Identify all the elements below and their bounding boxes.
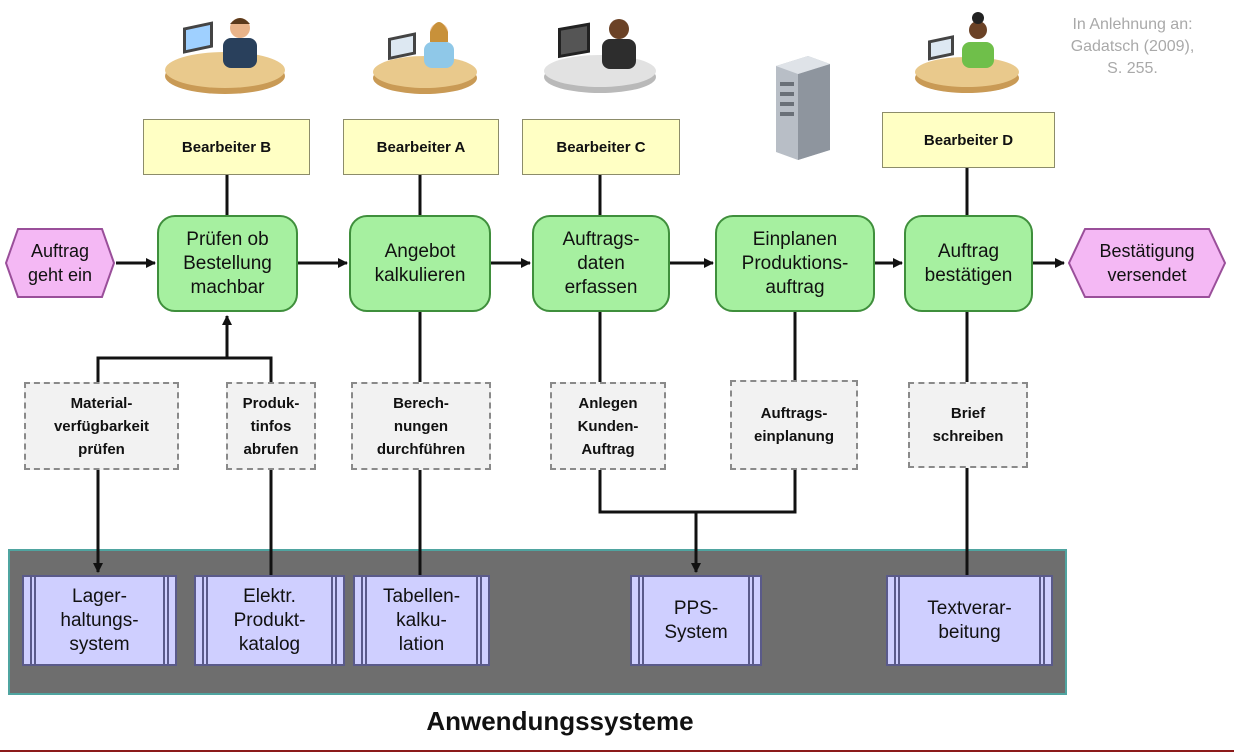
task-brief-schreiben: Brief schreiben — [908, 382, 1028, 468]
event-start: Auftrag geht ein — [4, 227, 116, 299]
function-auftrag-bestaetigen: Auftrag bestätigen — [904, 215, 1033, 312]
server-icon — [776, 56, 830, 160]
system-tabellenkalkulation: Tabellen- kalku- lation — [353, 575, 490, 666]
system-produktkatalog: Elektr. Produkt- katalog — [194, 575, 345, 666]
function-auftragsdaten-erfassen: Auftrags- daten erfassen — [532, 215, 670, 312]
person-at-desk-icon — [915, 12, 1019, 93]
role-bearbeiter-a: Bearbeiter A — [343, 119, 499, 175]
event-end-label: Bestätigung versendet — [1099, 241, 1195, 285]
role-bearbeiter-d: Bearbeiter D — [882, 112, 1055, 168]
task-materialverfuegbarkeit: Material- verfügbarkeit prüfen — [24, 382, 179, 470]
person-at-desk-icon — [165, 18, 285, 94]
system-lagerhaltung: Lager- haltungs- system — [22, 575, 177, 666]
task-auftragseinplanung: Auftrags- einplanung — [730, 380, 858, 470]
function-einplanen-produktionsauftrag: Einplanen Produktions- auftrag — [715, 215, 875, 312]
task-anlegen-kundenauftrag: Anlegen Kunden- Auftrag — [550, 382, 666, 470]
system-textverarbeitung: Textverar- beitung — [886, 575, 1053, 666]
task-produktinfos-abrufen: Produk- tinfos abrufen — [226, 382, 316, 470]
event-start-label: Auftrag geht ein — [27, 241, 93, 285]
event-end: Bestätigung versendet — [1067, 227, 1227, 299]
panel-title: Anwendungssysteme — [426, 706, 694, 736]
task-berechnungen-durchfuehren: Berech- nungen durchführen — [351, 382, 491, 470]
source-credit: In Anlehnung an: Gadatsch (2009), S. 255… — [1070, 16, 1195, 77]
person-at-desk-icon — [373, 22, 477, 94]
role-bearbeiter-c: Bearbeiter C — [522, 119, 680, 175]
person-at-desk-icon — [544, 19, 656, 93]
function-angebot-kalkulieren: Angebot kalkulieren — [349, 215, 491, 312]
system-pps: PPS- System — [630, 575, 762, 666]
function-pruefen-bestellung: Prüfen ob Bestellung machbar — [157, 215, 298, 312]
role-bearbeiter-b: Bearbeiter B — [143, 119, 310, 175]
